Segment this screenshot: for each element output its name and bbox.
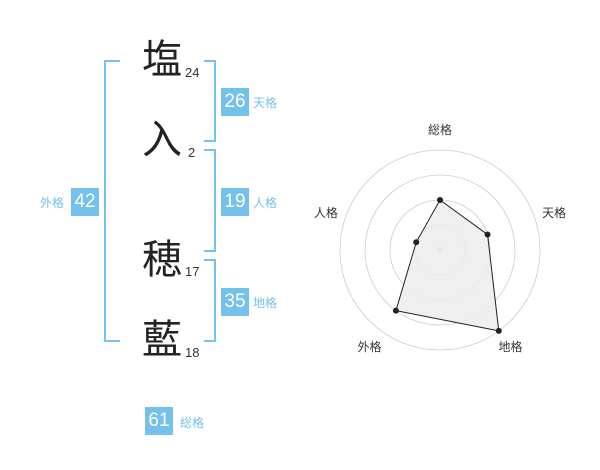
name-char-3: 穂 [142, 237, 182, 283]
radar-point-4 [413, 239, 420, 246]
soukaku-label: 総格 [180, 416, 205, 430]
chikaku-bracket [204, 259, 216, 342]
stroke-count-2: 2 [188, 145, 196, 160]
radar-point-0 [437, 197, 443, 203]
jinkaku-label: 人格 [253, 196, 278, 210]
stroke-count-1: 24 [185, 65, 200, 80]
name-char-1: 塩 [142, 37, 182, 83]
radar-ring-4 [339, 149, 541, 351]
gaikaku-label: 外格 [40, 196, 65, 210]
tenkaku-label: 天格 [253, 96, 278, 110]
radar-point-3 [392, 307, 399, 314]
chikaku-score: 35 [221, 288, 249, 316]
radar-axis-label-1: 天格 [542, 205, 566, 220]
jinkaku-score: 19 [221, 188, 249, 216]
jinkaku-bracket [204, 149, 216, 252]
gaikaku-score: 42 [71, 188, 99, 216]
tenkaku-bracket [204, 60, 216, 142]
chikaku-label: 地格 [253, 296, 278, 310]
name-char-2: 入 [142, 117, 182, 163]
radar-axis-label-0: 総格 [428, 122, 452, 137]
radar-axis-label-3: 外格 [357, 339, 381, 354]
radar-data-polygon [395, 199, 500, 332]
radar-point-1 [484, 231, 491, 238]
tenkaku-score: 26 [221, 88, 249, 116]
name-char-4: 藍 [142, 317, 182, 363]
gaikaku-bracket [104, 60, 120, 342]
radar-point-2 [495, 327, 502, 334]
soukaku-score: 61 [145, 407, 173, 435]
stroke-count-4: 18 [185, 345, 200, 360]
radar-ring-3 [364, 174, 516, 326]
radar-axis-label-2: 地格 [498, 339, 522, 354]
radar-axis-label-4: 人格 [314, 205, 338, 220]
stroke-count-3: 17 [185, 264, 200, 279]
